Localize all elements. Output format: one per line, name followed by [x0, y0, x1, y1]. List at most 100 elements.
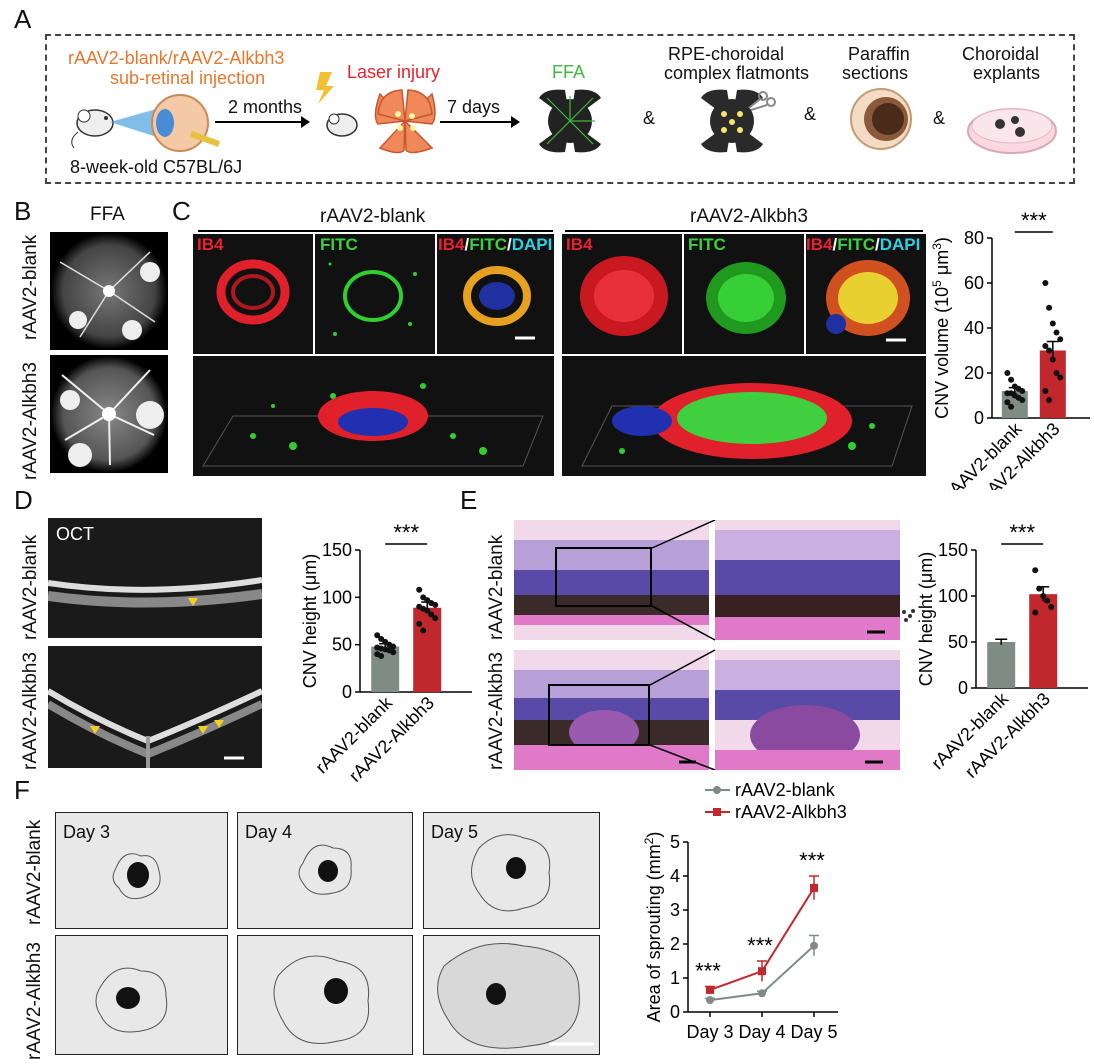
merge-fitc: FITC [837, 235, 875, 254]
y-tick-label: 20 [964, 363, 984, 383]
ib4-label: IB4 [566, 235, 593, 254]
x-tick-label: Day 4 [738, 1022, 785, 1042]
header-rule-alkbh3 [565, 230, 923, 232]
y-tick-label: 0 [974, 408, 984, 428]
data-point [1008, 376, 1015, 383]
paraffin-label-1: Paraffin [848, 44, 910, 64]
y-axis-label: CNV height (μm) [918, 552, 936, 686]
legend-marker [713, 786, 721, 794]
row-label-blank: rAAV2-blank [20, 234, 41, 340]
data-point [1019, 388, 1026, 394]
significance-stars: *** [1009, 520, 1035, 545]
data-point [810, 941, 818, 950]
panel-label-a: A [14, 4, 32, 34]
data-point [758, 989, 766, 998]
merge-slash: / [464, 235, 470, 254]
data-point [1046, 304, 1053, 311]
fitc-image-alkbh3 [684, 234, 804, 354]
data-point [424, 607, 431, 614]
y-tick-label: 60 [964, 273, 984, 293]
y-tick-label: 1 [670, 968, 680, 988]
fitc-image-blank [315, 234, 435, 354]
rpe-label-1: RPE-choroidal [668, 44, 785, 64]
merge-image-alkbh3 [806, 234, 926, 354]
merge-image-blank [437, 234, 554, 354]
explant-blank-day3 [55, 812, 228, 929]
data-point [1042, 343, 1049, 349]
row-label-blank: rAAV2-blank [20, 534, 41, 640]
retina-flatmount-illustration [374, 89, 436, 154]
y-tick-label: 5 [670, 832, 680, 852]
panel-label-f: F [14, 775, 30, 805]
data-point [390, 643, 397, 650]
header-alkbh3: rAAV2-Alkbh3 [690, 206, 808, 227]
amp-3: & [933, 108, 946, 128]
significance-stars: *** [747, 933, 773, 958]
data-point [706, 996, 714, 1005]
merge-dapi: DAPI [511, 235, 553, 254]
y-tick-label: 40 [964, 318, 984, 338]
ffa-title: FFA [90, 204, 125, 225]
oct-image-alkbh3 [48, 646, 262, 768]
laser-mouse-illustration [316, 72, 358, 137]
petri-dish-illustration [967, 108, 1057, 154]
data-point [1046, 347, 1053, 354]
data-point [1042, 388, 1049, 394]
ffa-image-blank [50, 232, 168, 350]
data-point [1048, 604, 1055, 611]
data-point [428, 611, 435, 618]
laser-label: Laser injury [347, 62, 441, 82]
explant-alkbh3-day3 [55, 935, 228, 1055]
data-point [420, 627, 427, 634]
legend-marker [713, 808, 721, 816]
data-point [1032, 567, 1039, 574]
data-point [706, 985, 714, 994]
data-point [1057, 336, 1064, 343]
row-label-alkbh3: rAAV2-Alkbh3 [20, 652, 41, 770]
row-label-alkbh3: rAAV2-Alkbh3 [486, 652, 507, 770]
significance-stars: *** [393, 520, 419, 545]
y-tick-label: 50 [948, 632, 968, 652]
panel-label-d: D [14, 485, 33, 515]
y-tick-label: 80 [964, 228, 984, 248]
legend-label: rAAV2-Alkbh3 [735, 802, 847, 822]
y-tick-label: 150 [938, 540, 968, 560]
stray-dots [902, 609, 915, 622]
header-rule-blank [198, 230, 553, 232]
amp-2: & [804, 104, 817, 124]
rpe-flatmount-illustration [701, 89, 776, 153]
merge-slash: / [506, 235, 512, 254]
he-image-alkbh3 [514, 650, 709, 770]
arrow-icon [215, 116, 310, 128]
y-axis-label: CNV height (μm) [300, 554, 320, 688]
y-tick-label: 100 [322, 587, 352, 607]
data-point [1042, 280, 1049, 286]
merge-slash: / [874, 235, 880, 254]
data-point [432, 601, 439, 608]
data-point [1019, 397, 1026, 403]
ib4-image-alkbh3 [562, 234, 682, 354]
y-tick-label: 100 [938, 586, 968, 606]
merge-slash: / [832, 235, 838, 254]
explant-alkbh3-day5 [423, 935, 600, 1055]
y-tick-label: 50 [332, 635, 352, 655]
legend-label: rAAV2-blank [735, 780, 836, 800]
injection-text-2: sub-retinal injection [110, 68, 266, 88]
data-point [1008, 403, 1015, 410]
header-blank: rAAV2-blank [320, 206, 426, 227]
data-point [1049, 356, 1056, 363]
row-label-alkbh3: rAAV2-Alkbh3 [24, 942, 45, 1060]
merge-label-alkbh3: IB4/FITC/DAPI [806, 235, 920, 255]
data-point [1032, 609, 1039, 616]
data-point [1044, 597, 1051, 604]
data-point [1053, 329, 1060, 336]
data-point [1004, 399, 1011, 406]
y-tick-label: 2 [670, 934, 680, 954]
he-zoom-blank [715, 520, 900, 640]
arrow1-label: 2 months [228, 97, 303, 117]
significance-stars: *** [695, 959, 721, 984]
explant-label-1: Choroidal [962, 44, 1040, 64]
y-tick-label: 3 [670, 900, 680, 920]
